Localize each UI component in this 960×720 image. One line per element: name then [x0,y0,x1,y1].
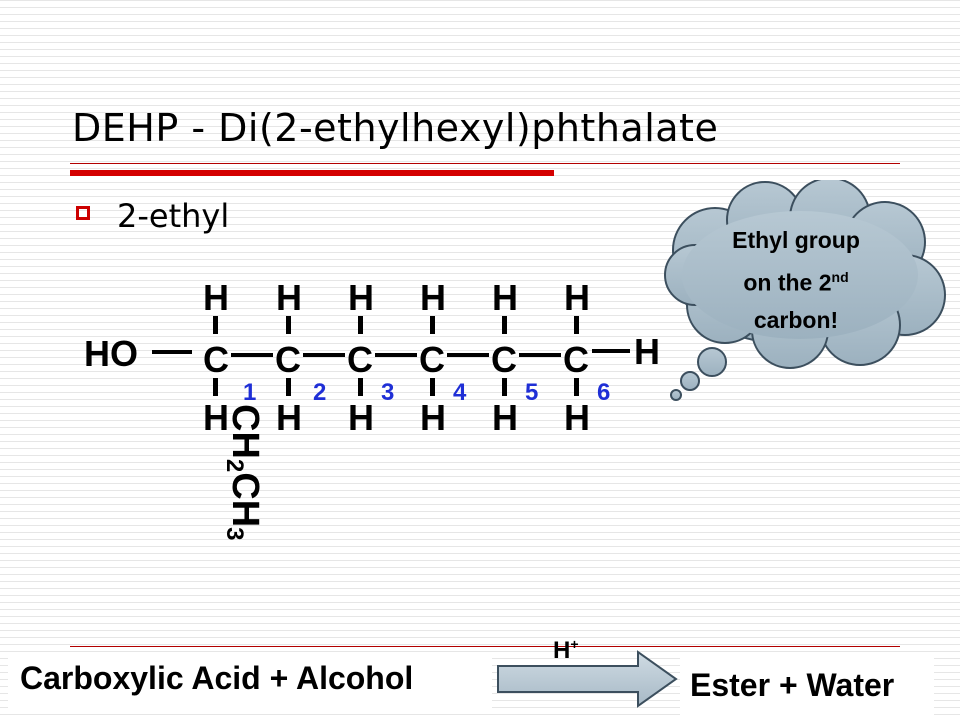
h-top-5: H [492,277,518,318]
thought-bubble-text: Ethyl group on the 2nd carbon! [694,222,898,339]
h-top-3: H [348,277,374,318]
bond-top-6 [574,316,579,334]
bond-c4-c5 [447,353,489,357]
bubble-line-2-sup: nd [831,269,849,285]
reactants-box [8,655,492,711]
slide-title: DEHP - Di(2-ethylhexyl)phthalate [72,106,719,150]
bubble-line-2: on the 2nd [694,259,898,302]
bond-top-2 [286,316,291,334]
h-top-2: H [276,277,302,318]
title-divider-thick [70,170,554,176]
carbon-number-6: 6 [597,379,611,406]
branch-ch2-subscript: 2 [221,458,248,473]
bottom-divider [70,646,900,647]
branch-ch2: CH [224,404,266,459]
bond-top-4 [430,316,435,334]
bond-bottom-4 [430,378,435,396]
bubble-line-2-prefix: on the 2 [743,269,832,296]
bond-top-1 [213,316,218,334]
bond-top-3 [358,316,363,334]
ethyl-branch: CH2CH3 [221,404,266,541]
carbon-1: C [203,339,229,380]
bond-c3-c4 [375,353,417,357]
reactants-text: Carboxylic Acid + Alcohol [20,660,414,696]
bond-c2-c3 [303,353,345,357]
bond-c5-c6 [519,353,561,357]
bond-bottom-6 [574,378,579,396]
carbon-5: C [491,339,517,380]
reaction-arrow-icon [497,650,678,708]
bond-bottom-1 [213,378,218,396]
h-top-1: H [203,277,229,318]
bond-bottom-2 [286,378,291,396]
products-text: Ester + Water [690,667,895,703]
bond-bottom-3 [358,378,363,396]
bullet-text: 2-ethyl [117,197,230,235]
bullet-square-icon [76,206,90,220]
branch-ch3-subscript: 3 [221,527,248,541]
products-box [680,656,934,716]
h-top-6: H [564,277,590,318]
carbon-6: C [563,339,589,380]
carbon-2: C [275,339,301,380]
bond-c1-c2 [231,353,273,357]
catalyst-label: H+ [553,636,579,665]
h-bottom-3: H [348,397,374,438]
h-bottom-5: H [492,397,518,438]
h-terminal: H [634,331,660,372]
catalyst-charge: + [570,636,579,652]
hydroxyl-group: HO [84,333,138,374]
carbon-3: C [347,339,373,380]
title-divider-thin [70,163,900,164]
catalyst-symbol: H [553,637,571,664]
bond-bottom-5 [502,378,507,396]
thought-bubble-icon [664,180,946,401]
carbon-number-3: 3 [381,379,395,406]
h-bottom-6: H [564,397,590,438]
h-top-4: H [420,277,446,318]
carbon-4: C [419,339,445,380]
h-bottom-4: H [420,397,446,438]
carbon-number-4: 4 [453,379,467,406]
bubble-line-3: carbon! [753,306,839,333]
bubble-line-1: Ethyl group [732,227,860,253]
bond-ho-c1 [152,350,192,354]
branch-ch3: CH [224,472,266,528]
carbon-number-2: 2 [313,379,327,406]
bond-top-5 [502,316,507,334]
h-bottom-1: H [203,397,229,438]
carbon-number-5: 5 [525,379,539,406]
bond-c6-h [592,349,630,353]
h-bottom-2: H [276,397,302,438]
carbon-number-1: 1 [243,379,257,406]
